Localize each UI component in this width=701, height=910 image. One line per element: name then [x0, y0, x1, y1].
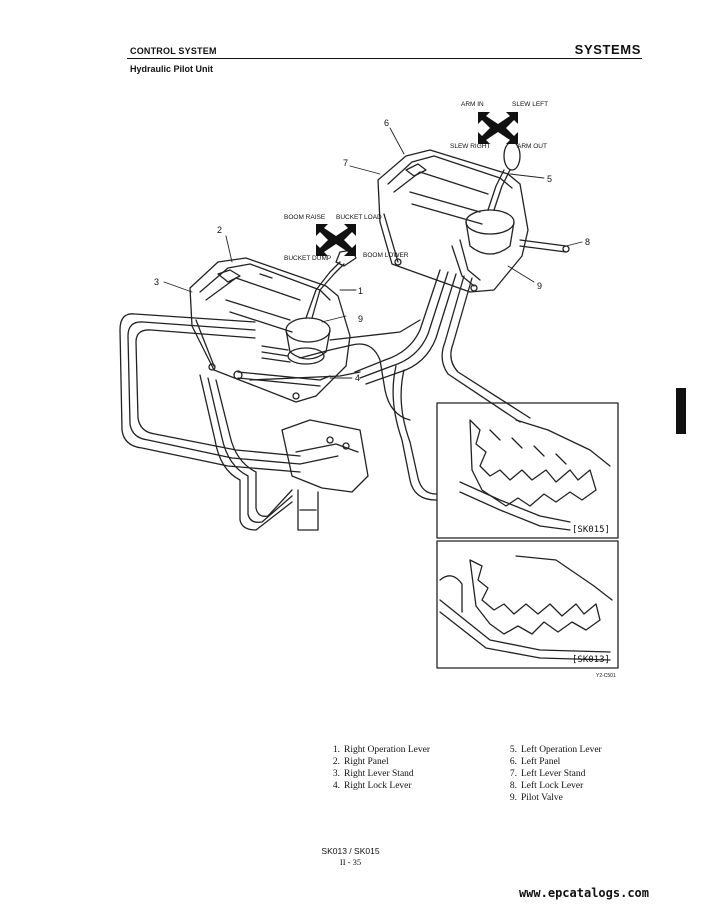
legend-item: 1.Right Operation Lever — [332, 745, 431, 755]
callout-1: 1 — [358, 286, 363, 296]
label-slew-left: SLEW LEFT — [512, 101, 548, 108]
legend-item: 4.Right Lock Lever — [332, 781, 412, 791]
header-rule — [127, 58, 642, 59]
legend-item: 3.Right Lever Stand — [332, 769, 414, 779]
legend-right-side: 1.Right Operation Lever 2.Right Panel 3.… — [326, 744, 430, 792]
callout-9-left-unit: 9 — [537, 281, 542, 291]
section-title: CONTROL SYSTEM — [130, 46, 217, 56]
left-pilot-valve — [451, 209, 515, 287]
figure-code: Y2-C501 — [596, 673, 616, 679]
callout-2: 2 — [217, 225, 222, 235]
label-slew-right: SLEW RIGHT — [450, 143, 490, 150]
inset-sk013 — [436, 540, 619, 669]
inset-sk013-valves — [439, 555, 613, 661]
label-boom-lower: BOOM LOWER — [363, 252, 409, 259]
page-number: II - 35 — [339, 857, 362, 867]
inset-label-sk015: [SK015] — [572, 525, 610, 535]
label-bucket-load: BUCKET LOAD — [336, 214, 382, 221]
callout-5: 5 — [547, 174, 552, 184]
pipe-bundle-left — [119, 313, 301, 531]
callout-7: 7 — [343, 158, 348, 168]
footer-model: SK013 / SK015 — [321, 846, 380, 856]
control-valve-block — [281, 419, 369, 531]
legend-left-side: 5.Left Operation Lever 6.Left Panel 7.Le… — [503, 744, 602, 804]
label-bucket-dump: BUCKET DUMP — [284, 255, 331, 262]
direction-arrows-left — [316, 224, 356, 256]
page-subtitle: Hydraulic Pilot Unit — [130, 64, 214, 74]
chapter-title: SYSTEMS — [574, 42, 641, 57]
callout-leaders — [163, 127, 583, 379]
label-boom-raise: BOOM RAISE — [284, 214, 326, 221]
left-lock-lever — [519, 239, 570, 253]
direction-arrows-right — [478, 112, 518, 144]
right-pilot-valve — [261, 317, 331, 365]
legend-item: 5.Left Operation Lever — [509, 745, 602, 755]
inset-sk015-valves — [459, 419, 611, 531]
pipe-bundle-right — [249, 269, 531, 501]
callout-6: 6 — [384, 118, 389, 128]
left-panel — [377, 149, 529, 293]
callout-4: 4 — [355, 373, 360, 383]
inset-label-sk013: [SK013] — [572, 655, 610, 665]
right-panel — [189, 257, 351, 403]
right-lock-lever — [233, 370, 331, 387]
legend-item: 9.Pilot Valve — [509, 793, 563, 803]
legend-item: 8.Left Lock Lever — [509, 781, 584, 791]
watermark-url: www.epcatalogs.com — [518, 886, 649, 900]
inset-sk015 — [436, 402, 619, 539]
callout-8: 8 — [585, 237, 590, 247]
legend-item: 7.Left Lever Stand — [509, 769, 586, 779]
legend-item: 2.Right Panel — [332, 757, 389, 767]
label-arm-in: ARM IN — [461, 101, 484, 108]
callout-3: 3 — [154, 277, 159, 287]
callout-9-right-unit: 9 — [358, 314, 363, 324]
legend-item: 6.Left Panel — [509, 757, 561, 767]
section-tab-marker — [676, 388, 686, 434]
label-arm-out: ARM OUT — [517, 143, 547, 150]
